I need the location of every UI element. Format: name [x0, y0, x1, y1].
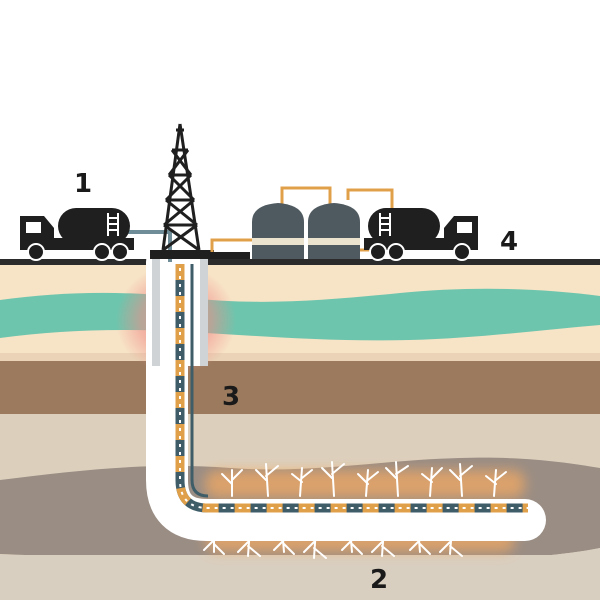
drilling-rig-icon [161, 123, 201, 252]
rock-brown-layer [0, 361, 600, 414]
ground-line [0, 259, 600, 265]
label-1: 1 [74, 169, 92, 199]
fractures-top [221, 461, 507, 497]
rig-platform [150, 250, 214, 259]
label-2: 2 [370, 565, 388, 595]
label-3: 3 [222, 382, 240, 412]
rig-foot [200, 252, 250, 259]
right-tanker-truck-icon [364, 208, 478, 261]
left-tanker-truck-icon [20, 208, 134, 261]
well-pipe-centerline [179, 268, 528, 509]
return-pipe [190, 264, 209, 498]
fractures-bottom [203, 527, 463, 559]
thin-band [0, 353, 600, 361]
storage-tank-icon [252, 203, 360, 259]
well-bore [146, 241, 546, 541]
deep-layer-wave [0, 548, 600, 600]
label-4: 4 [500, 227, 518, 257]
